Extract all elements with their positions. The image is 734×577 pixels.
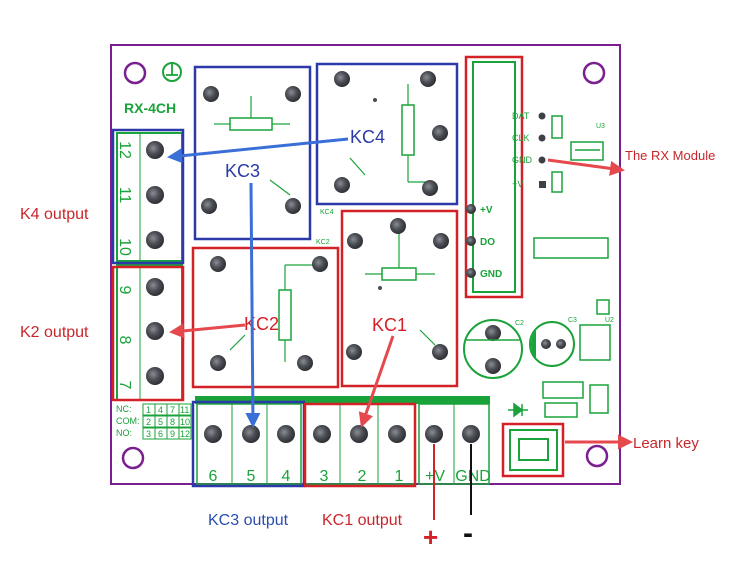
table-cell: 8 [170, 417, 175, 427]
rx-module-socket: +V DO GND [464, 55, 524, 299]
terminal-gnd: GND [455, 468, 491, 485]
terminal-9: 9 [116, 286, 133, 295]
table-cell: 3 [146, 429, 151, 439]
plus-sign: + [423, 522, 438, 552]
pin-dat: DAT [512, 111, 530, 121]
silk-u2: U2 [605, 317, 614, 324]
relay-kc2-label: KC2 [244, 314, 279, 334]
contact-map-table: NC: COM: NO: 1 4 7 11 2 5 8 10 3 6 9 12 [116, 403, 192, 440]
label-rx-module: The RX Module [625, 148, 715, 163]
table-cell: 9 [170, 429, 175, 439]
terminal-11: 11 [116, 187, 133, 204]
arrow-kc1-to-kc1-output [358, 335, 395, 428]
relay-kc3-label: KC3 [225, 161, 260, 181]
terminal-7: 7 [116, 381, 133, 390]
terminal-1: 1 [395, 468, 404, 485]
table-cell: 1 [146, 405, 151, 415]
terminal-8: 8 [116, 336, 133, 345]
terminal-plus-v: +V [425, 468, 445, 485]
diode-icon [508, 402, 528, 418]
pin-plus-v: +V [512, 179, 523, 189]
table-cell: 11 [180, 405, 189, 415]
arrow-kc4-to-k4 [167, 137, 349, 164]
silk-kc2: KC2 [316, 239, 330, 246]
arrow-to-rx-module [547, 158, 625, 176]
bottom-terminal-block: 6 5 4 3 2 1 +V GND [191, 396, 491, 488]
table-label-com: COM: [116, 416, 140, 426]
table-cell: 4 [158, 405, 163, 415]
silk-c3: C3 [568, 317, 577, 324]
learn-key [501, 422, 565, 478]
relay-kc4: KC4 [315, 62, 459, 206]
capacitor-c2 [463, 319, 523, 379]
label-k2-output: K2 output [20, 324, 89, 341]
label-kc1-output: KC1 output [322, 512, 403, 529]
module-pin-do: DO [480, 237, 495, 248]
table-cell: 5 [158, 417, 163, 427]
label-k4-output: K4 output [20, 206, 89, 223]
pin-gnd: GND [512, 155, 533, 165]
terminal-5: 5 [247, 468, 256, 485]
left-terminal-block: 12 11 10 9 8 7 [111, 128, 185, 402]
arrow-kc2-to-k2 [169, 323, 246, 339]
terminal-3: 3 [320, 468, 329, 485]
table-label-nc: NC: [116, 404, 132, 414]
relay-kc1-label: KC1 [372, 315, 407, 335]
module-pin-plus-v: +V [480, 205, 493, 216]
label-kc3-output: KC3 output [208, 512, 289, 529]
terminal-2: 2 [358, 468, 367, 485]
silk-c2: C2 [515, 320, 524, 327]
table-cell: 7 [170, 405, 175, 415]
components-right [533, 115, 611, 418]
mounting-hole [585, 444, 609, 468]
terminal-4: 4 [282, 468, 291, 485]
board-name: RX-4CH [124, 100, 176, 116]
silk-kc4: KC4 [320, 209, 334, 216]
module-pin-gnd: GND [480, 269, 502, 280]
ground-symbol-icon [162, 62, 182, 82]
table-cell: 12 [180, 429, 190, 439]
terminal-10: 10 [116, 238, 133, 256]
mounting-hole [121, 446, 145, 470]
table-cell: 10 [180, 417, 190, 427]
capacitor-c3 [529, 321, 575, 367]
right-header: DAT CLK GND +V [512, 111, 546, 189]
relay-kc1: KC1 [340, 209, 459, 388]
relay-kc4-label: KC4 [350, 127, 385, 147]
pin-clk: CLK [512, 133, 530, 143]
table-cell: 2 [146, 417, 151, 427]
table-cell: 6 [158, 429, 163, 439]
silk-u3: U3 [596, 123, 605, 130]
arrow-kc3-to-kc3-output [245, 182, 261, 428]
label-learn-key: Learn key [633, 435, 699, 452]
minus-sign: - [463, 517, 473, 550]
terminal-12: 12 [116, 141, 133, 159]
table-label-no: NO: [116, 428, 132, 438]
terminal-6: 6 [209, 468, 218, 485]
mounting-hole [123, 61, 147, 85]
mounting-hole [582, 61, 606, 85]
